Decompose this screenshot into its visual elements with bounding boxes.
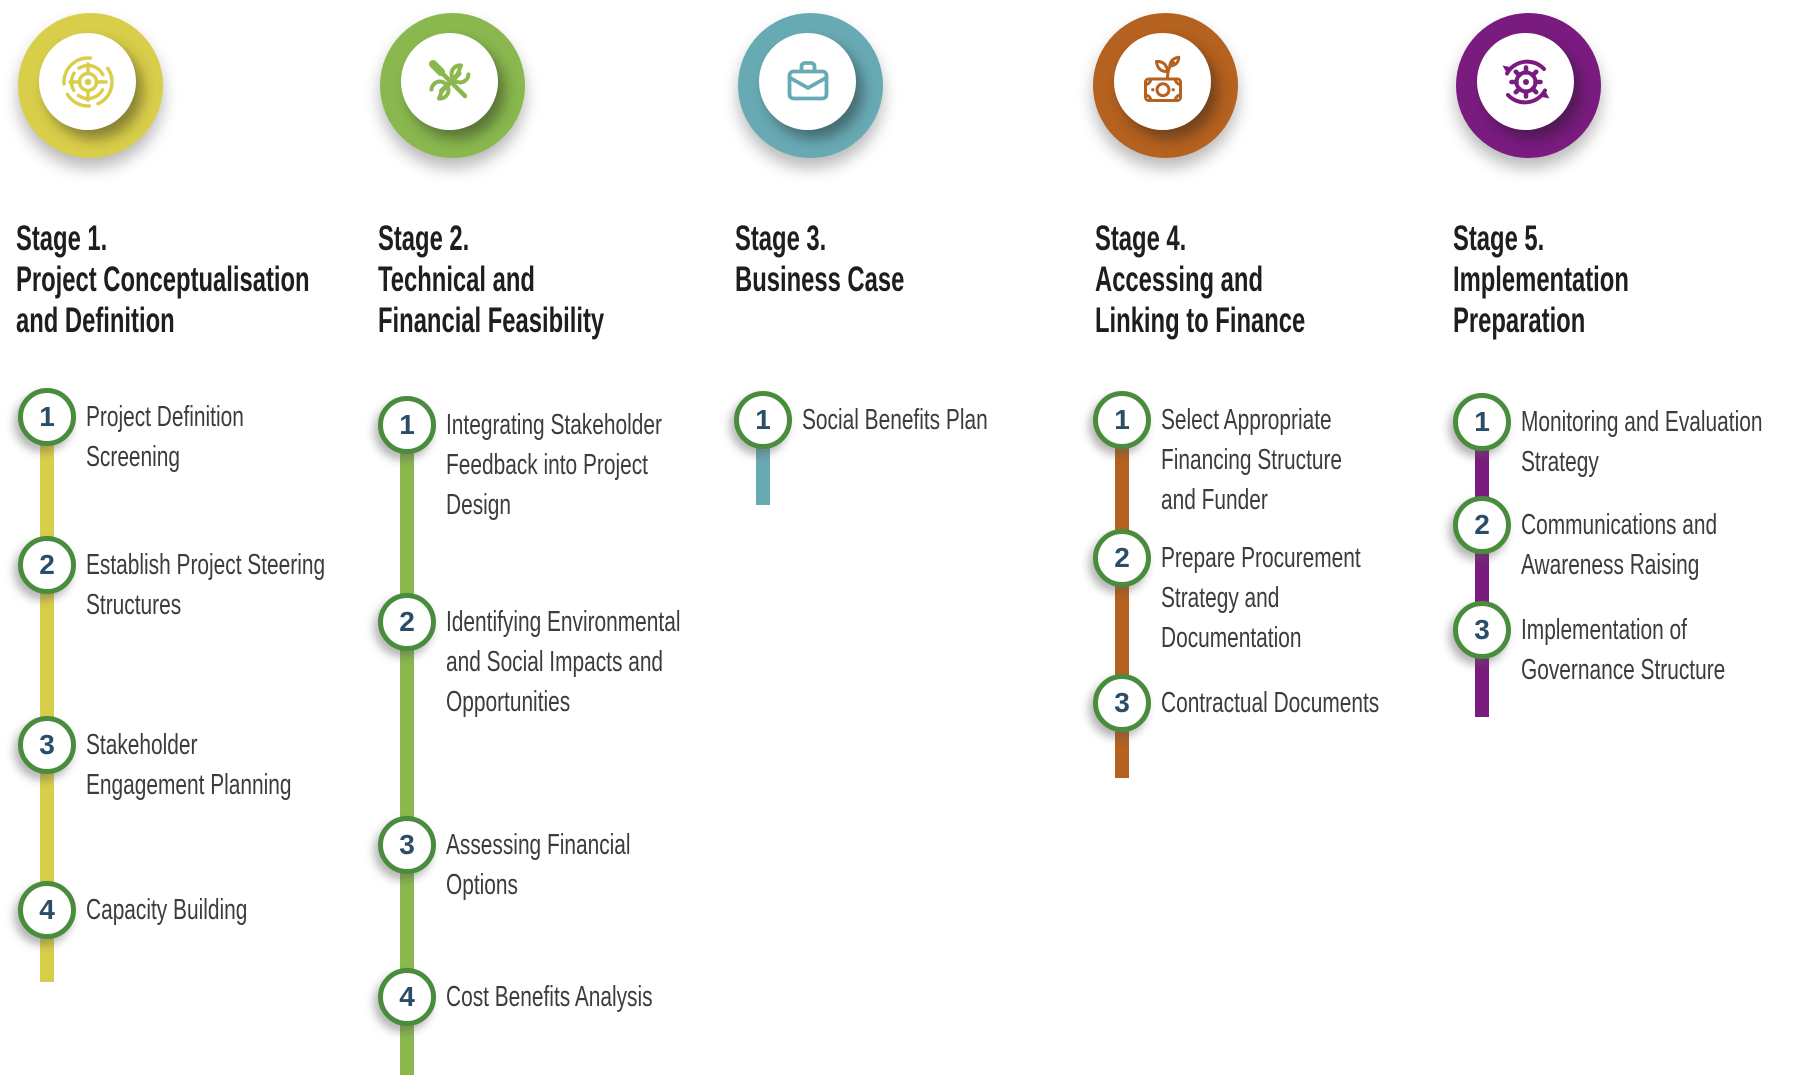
step-number-circle: 3 <box>18 716 76 774</box>
step-number: 4 <box>399 981 415 1012</box>
stage-2-badge-inner <box>401 33 498 130</box>
step-number: 1 <box>755 404 771 435</box>
step-number: 4 <box>39 894 55 925</box>
stage-4-step-3: 3 Contractual Documents <box>1093 674 1464 732</box>
stage-2-badge <box>380 13 525 158</box>
stage-2-timeline-line <box>400 425 414 1075</box>
step-number: 2 <box>1474 509 1490 540</box>
step-number: 2 <box>1114 542 1130 573</box>
stage-3-title: Stage 3.Business Case <box>735 219 905 299</box>
stage-4-badge <box>1093 13 1238 158</box>
step-number-circle: 1 <box>378 396 436 454</box>
step-number: 1 <box>1114 404 1130 435</box>
stage-2-step-4: 4 Cost Benefits Analysis <box>378 968 733 1026</box>
step-label: Cost Benefits Analysis <box>446 981 653 1013</box>
step-number-circle: 2 <box>1453 496 1511 554</box>
briefcase-icon <box>787 60 828 100</box>
step-number-circle: 4 <box>378 968 436 1026</box>
step-number: 3 <box>39 729 55 760</box>
step-number-circle: 2 <box>18 536 76 594</box>
target-maze-icon <box>61 55 114 108</box>
step-number-circle: 1 <box>18 388 76 446</box>
money-growth-icon <box>1143 55 1182 102</box>
stage-4-badge-inner <box>1114 33 1211 130</box>
step-number-circle: 2 <box>1093 529 1151 587</box>
stage-1-badge <box>18 13 163 158</box>
stage-5-badge <box>1456 13 1601 158</box>
step-number-circle: 1 <box>734 391 792 449</box>
step-number: 1 <box>1474 406 1490 437</box>
step-label: Social Benefits Plan <box>802 404 988 436</box>
stage-3-step-1: 1 Social Benefits Plan <box>734 391 1060 449</box>
step-number: 1 <box>399 409 415 440</box>
step-number: 1 <box>39 401 55 432</box>
gear-cycle-icon <box>1502 59 1549 104</box>
stage-1-badge-inner <box>39 33 136 130</box>
step-number: 3 <box>1474 614 1490 645</box>
stage-3-badge <box>738 13 883 158</box>
stage-5-badge-inner <box>1477 33 1574 130</box>
step-number-circle: 3 <box>1093 674 1151 732</box>
wrench-screwdriver-icon <box>428 59 470 101</box>
step-number-circle: 1 <box>1453 393 1511 451</box>
step-number: 3 <box>399 829 415 860</box>
step-label: Contractual Documents <box>1161 687 1380 719</box>
step-number-circle: 2 <box>378 593 436 651</box>
step-number: 2 <box>399 606 415 637</box>
stage-3-badge-inner <box>759 33 856 130</box>
step-number: 2 <box>39 549 55 580</box>
step-number-circle: 4 <box>18 881 76 939</box>
step-number-circle: 1 <box>1093 391 1151 449</box>
step-number: 3 <box>1114 687 1130 718</box>
step-number-circle: 3 <box>1453 601 1511 659</box>
stage-1-step-4: 4 Capacity Building <box>18 881 310 939</box>
step-number-circle: 3 <box>378 816 436 874</box>
step-label: Capacity Building <box>86 894 248 926</box>
